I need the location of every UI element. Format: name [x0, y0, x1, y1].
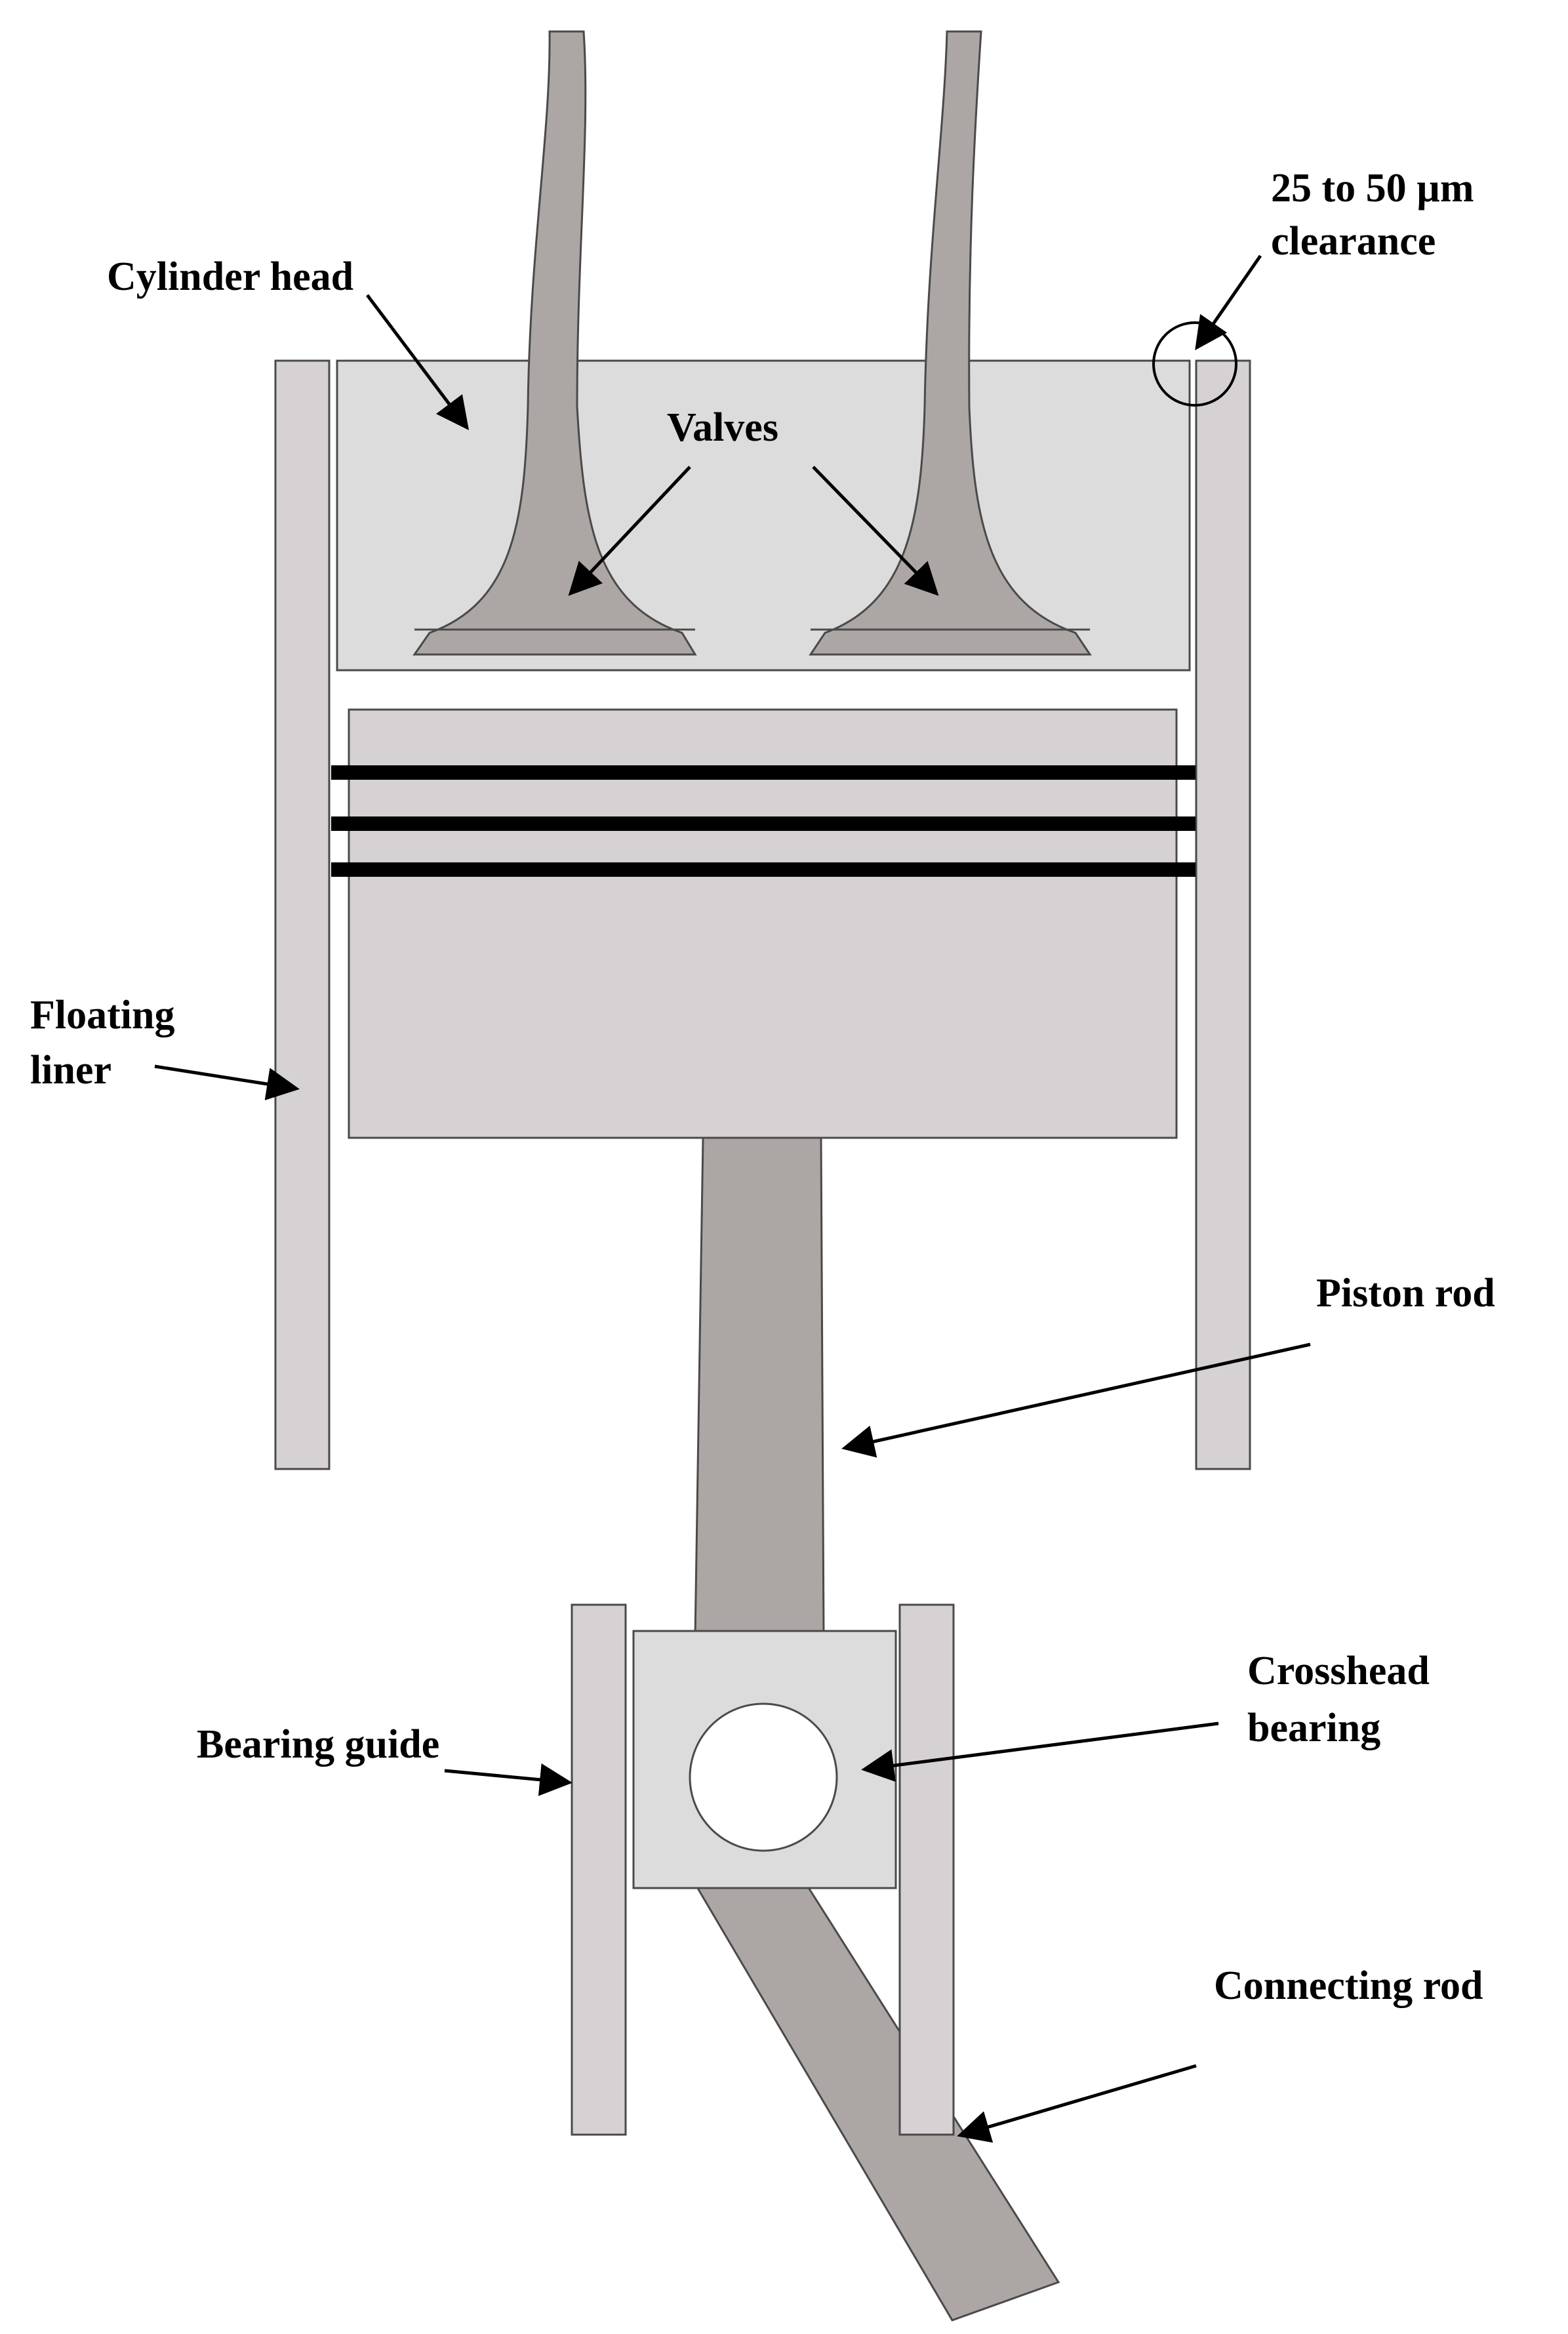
label-bearing-guide: Bearing guide: [197, 1722, 439, 1767]
piston-ring-1: [331, 765, 1196, 780]
connecting-rod: [694, 1878, 1060, 2322]
label-valves: Valves: [667, 405, 778, 450]
piston-ring-2: [331, 816, 1196, 831]
piston-ring-3: [331, 862, 1196, 877]
label-connecting-rod: Connecting rod: [1214, 1963, 1483, 2008]
arrow-floating-liner: [154, 1064, 300, 1100]
label-piston-rod: Piston rod: [1316, 1271, 1495, 1316]
valve-right: [809, 30, 1092, 656]
label-floating-liner-line1: Floating: [30, 993, 174, 1037]
arrow-valves-left: [568, 466, 691, 596]
label-floating-liner-line2: liner: [30, 1048, 111, 1093]
label-cylinder-head: Cylinder head: [107, 254, 353, 299]
crosshead-bearing-bore: [689, 1702, 838, 1852]
arrow-crosshead-bearing: [861, 1721, 1219, 1782]
arrow-piston-rod: [841, 1342, 1311, 1458]
arrow-connecting-rod: [957, 2064, 1197, 2143]
bearing-guide-right: [898, 1603, 955, 2136]
floating-liner-right: [1195, 359, 1251, 1470]
floating-liner-left: [274, 359, 331, 1470]
arrow-clearance: [1195, 254, 1262, 351]
valve-left: [412, 30, 697, 656]
bearing-guide-left: [571, 1603, 627, 2136]
label-crosshead-bearing-line1: Crosshead: [1247, 1649, 1430, 1693]
arrow-cylinder-head: [366, 294, 470, 430]
label-clearance-line2: clearance: [1271, 219, 1436, 264]
piston-rod: [694, 1137, 825, 1638]
label-crosshead-bearing-line2: bearing: [1247, 1706, 1380, 1750]
label-clearance-line1: 25 to 50 µm: [1271, 166, 1474, 211]
piston: [348, 708, 1178, 1139]
arrow-bearing-guide: [444, 1763, 573, 1796]
clearance-circle: [1152, 321, 1237, 407]
arrow-valves-right: [812, 466, 939, 596]
